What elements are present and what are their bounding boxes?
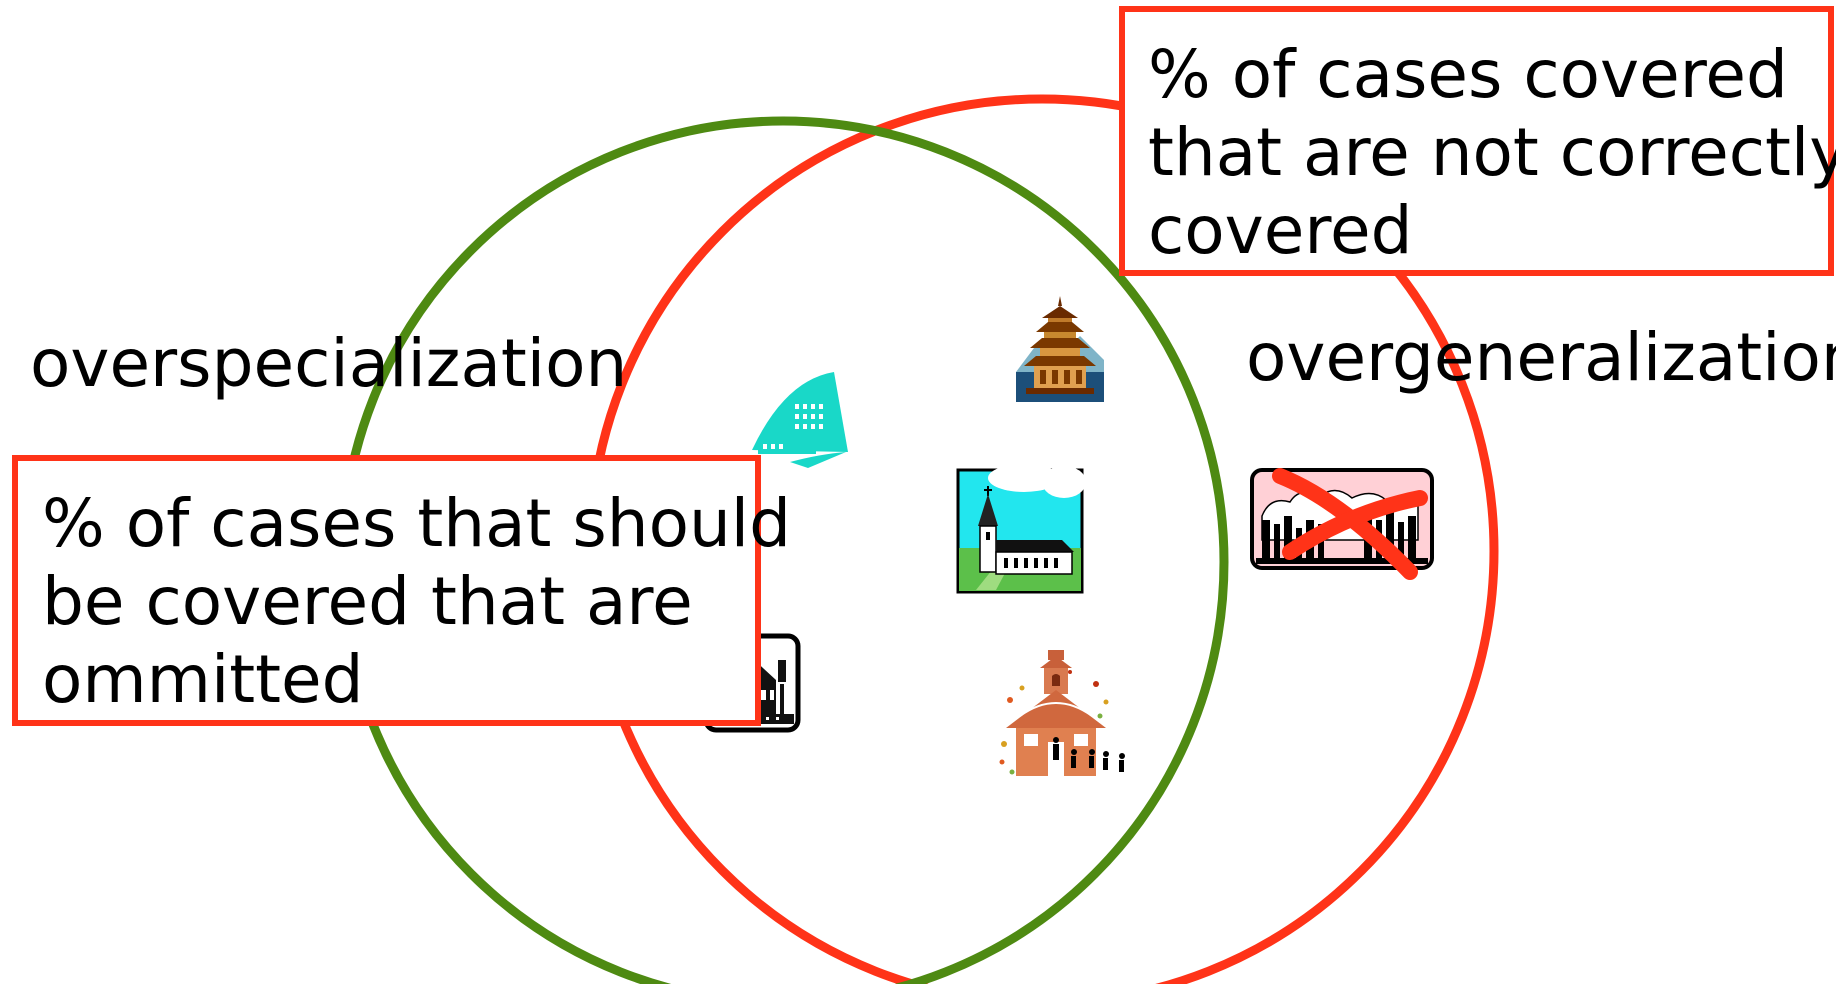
office-building-icon xyxy=(752,372,848,468)
overspecialization-callout: % of cases that should be covered that a… xyxy=(12,455,791,726)
church-icon xyxy=(956,464,1086,594)
crossed-out-city-icon xyxy=(1250,468,1434,580)
callout-line-3: ommitted xyxy=(42,641,364,718)
schoolhouse-icon xyxy=(999,650,1125,776)
pagoda-icon xyxy=(1016,296,1104,402)
overgeneralization-label: overgeneralization xyxy=(1246,319,1836,396)
callout-line-1: % of cases covered xyxy=(1148,36,1788,113)
overgeneralization-callout: % of cases covered that are not correctl… xyxy=(1119,6,1836,276)
callout-line-1: % of cases that should xyxy=(42,485,792,562)
overspecialization-label: overspecialization xyxy=(30,325,628,402)
callout-line-2: be covered that are xyxy=(42,563,693,640)
callout-line-3: covered xyxy=(1148,192,1413,269)
callout-line-2: that are not correctly xyxy=(1148,114,1836,191)
